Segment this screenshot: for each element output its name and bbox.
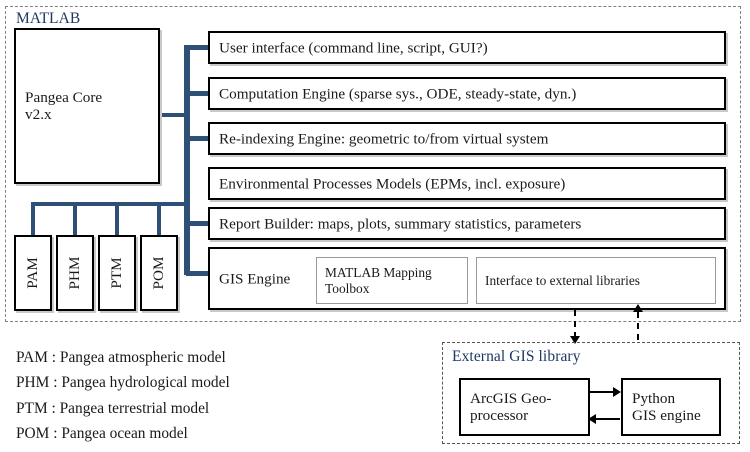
legend-item-phm: PHM : Pangea hydrological model: [16, 374, 230, 392]
matlab-mapping-toolbox-box[interactable]: MATLAB Mapping Toolbox: [316, 257, 468, 304]
arrow-arcgis-to-python-head: [613, 387, 621, 397]
python-gis-engine-box[interactable]: Python GIS engine: [621, 378, 721, 436]
connector-stub-re-indexing-engine: [186, 136, 210, 141]
connector-core-to-trunk: [160, 113, 188, 117]
external-libraries-interface-box[interactable]: Interface to external libraries: [476, 257, 716, 304]
external-gis-library-title: External GIS library: [452, 348, 581, 365]
connector-drop-ptm: [115, 202, 119, 235]
ptm-box[interactable]: PTM: [98, 235, 136, 311]
arrow-to-external-library-line: [574, 310, 576, 338]
matlab-mapping-toolbox-label-line2: Toolbox: [325, 280, 370, 296]
arrow-python-to-arcgis-line: [594, 418, 620, 421]
arcgis-geoprocessor-label-line1: ArcGIS Geo-: [470, 389, 552, 407]
matlab-region-title: MATLAB: [16, 10, 81, 27]
ptm-label: PTM: [108, 257, 125, 289]
external-gis-library-region: [442, 342, 740, 444]
connector-stub-gis-engine: [186, 271, 210, 276]
external-libraries-interface-label: Interface to external libraries: [485, 272, 641, 288]
connector-stub-computation-engine: [186, 91, 210, 96]
connector-submodel-bus: [31, 202, 188, 206]
legend-item-ptm: PTM : Pangea terrestrial model: [16, 399, 210, 417]
re-indexing-engine-label: Re-indexing Engine: geometric to/from vi…: [219, 129, 549, 147]
legend-item-pom: POM : Pangea ocean model: [16, 425, 188, 443]
environmental-processes-models-box[interactable]: Environmental Processes Models (EPMs, in…: [208, 167, 726, 200]
matlab-region: [5, 6, 741, 322]
pom-box[interactable]: POM: [140, 235, 178, 311]
computation-engine-box[interactable]: Computation Engine (sparse sys., ODE, st…: [208, 77, 726, 110]
arrow-arcgis-to-python-line: [590, 391, 614, 394]
matlab-mapping-toolbox-label-line1: MATLAB Mapping: [325, 264, 432, 280]
pom-label: POM: [150, 256, 167, 290]
pam-box[interactable]: PAM: [14, 235, 52, 311]
phm-label: PHM: [66, 256, 83, 290]
user-interface-label: User interface (command line, script, GU…: [219, 38, 488, 56]
connector-drop-pam: [31, 202, 35, 235]
legend-item-pam: PAM : Pangea atmospheric model: [16, 349, 226, 366]
arcgis-geoprocessor-box[interactable]: ArcGIS Geo- processor: [459, 378, 590, 436]
connector-stub-user-interface: [186, 45, 210, 50]
matlab-mapping-toolbox-label: MATLAB Mapping Toolbox: [325, 264, 432, 296]
phm-box[interactable]: PHM: [56, 235, 94, 311]
connector-drop-phm: [73, 202, 77, 235]
arcgis-geoprocessor-label-line2: processor: [470, 407, 529, 424]
python-gis-engine-label-line1: Python: [632, 389, 676, 407]
user-interface-box[interactable]: User interface (command line, script, GU…: [208, 31, 726, 64]
computation-engine-label: Computation Engine (sparse sys., ODE, st…: [219, 84, 577, 102]
arrow-python-to-arcgis-head: [588, 414, 596, 424]
environmental-processes-models-label: Environmental Processes Models (EPMs, in…: [219, 174, 566, 192]
gis-engine-box[interactable]: GIS Engine MATLAB Mapping Toolbox Interf…: [208, 247, 726, 310]
python-gis-engine-label-line2: GIS engine: [632, 407, 701, 424]
arrow-from-external-library-line: [637, 312, 639, 340]
connector-stub-report-builder: [186, 221, 210, 226]
gis-engine-label: GIS Engine: [219, 269, 291, 287]
pam-label: PAM: [24, 257, 41, 289]
re-indexing-engine-box[interactable]: Re-indexing Engine: geometric to/from vi…: [208, 122, 726, 155]
report-builder-label: Report Builder: maps, plots, summary sta…: [219, 214, 582, 232]
connector-main-trunk: [184, 45, 190, 275]
pangea-core-box[interactable]: Pangea Core v2.x: [14, 28, 160, 184]
pangea-core-label-line2: v2.x: [25, 106, 52, 123]
report-builder-box[interactable]: Report Builder: maps, plots, summary sta…: [208, 207, 726, 240]
pangea-core-label-line1: Pangea Core: [25, 88, 103, 106]
arrow-from-external-library-head: [633, 304, 643, 312]
arrow-to-external-library-head: [570, 336, 580, 344]
connector-drop-pom: [157, 202, 161, 235]
legend: PAM : Pangea atmospheric model PHM : Pan…: [16, 350, 230, 442]
